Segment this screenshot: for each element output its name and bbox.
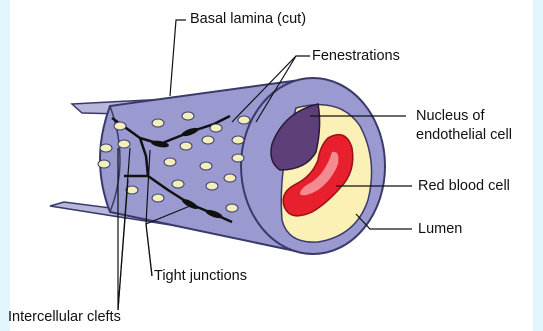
red-blood-cell-label: Red blood cell: [418, 178, 510, 195]
lumen-label: Lumen: [418, 221, 462, 238]
fenestration: [172, 180, 184, 188]
fenestrations-label: Fenestrations: [312, 48, 400, 65]
fenestration: [226, 204, 238, 212]
fenestration: [114, 122, 126, 130]
fenestration: [238, 116, 250, 124]
intercellular-clefts-label: Intercellular clefts: [8, 309, 121, 326]
fenestration: [182, 112, 194, 120]
fenestration: [232, 154, 244, 162]
fenestration: [210, 124, 222, 132]
basal-lamina-label: Basal lamina (cut): [190, 11, 306, 28]
fenestration: [152, 194, 164, 202]
fenestration: [164, 158, 176, 166]
fenestration: [180, 142, 192, 150]
fenestration: [100, 144, 112, 152]
nucleus-label-line1: Nucleus of: [416, 108, 485, 125]
fenestration: [200, 162, 212, 170]
fenestration: [152, 119, 164, 127]
nucleus-label-line2: endothelial cell: [416, 127, 512, 144]
fenestration: [224, 174, 236, 182]
tight-junctions-label: Tight junctions: [154, 268, 247, 285]
fenestration: [206, 182, 218, 190]
fenestration: [118, 140, 130, 148]
fenestration: [202, 136, 214, 144]
basal-lamina-leader: [170, 20, 186, 96]
fenestration: [98, 160, 110, 168]
fenestration: [232, 136, 244, 144]
